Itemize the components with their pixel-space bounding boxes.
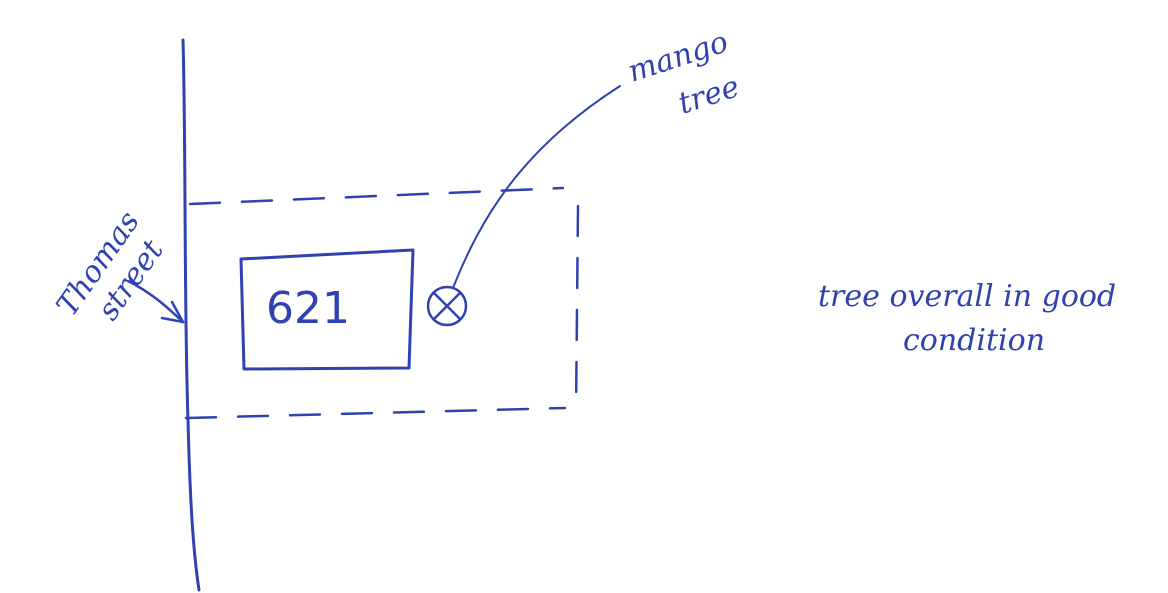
tree-circle-x-icon xyxy=(426,285,468,327)
street-line xyxy=(181,38,201,592)
condition-note-line2: condition xyxy=(903,323,1045,358)
tree-leader-line xyxy=(452,85,621,289)
street-label: Thomas street xyxy=(50,205,171,327)
property-boundary xyxy=(184,186,580,420)
house-number: 621 xyxy=(266,283,350,334)
house-outline xyxy=(239,248,415,371)
tree-label: mango tree xyxy=(624,25,744,122)
condition-note-line1: tree overall in good xyxy=(818,279,1116,314)
tree-label-line2: tree xyxy=(674,69,744,121)
street-arrow xyxy=(126,279,185,324)
